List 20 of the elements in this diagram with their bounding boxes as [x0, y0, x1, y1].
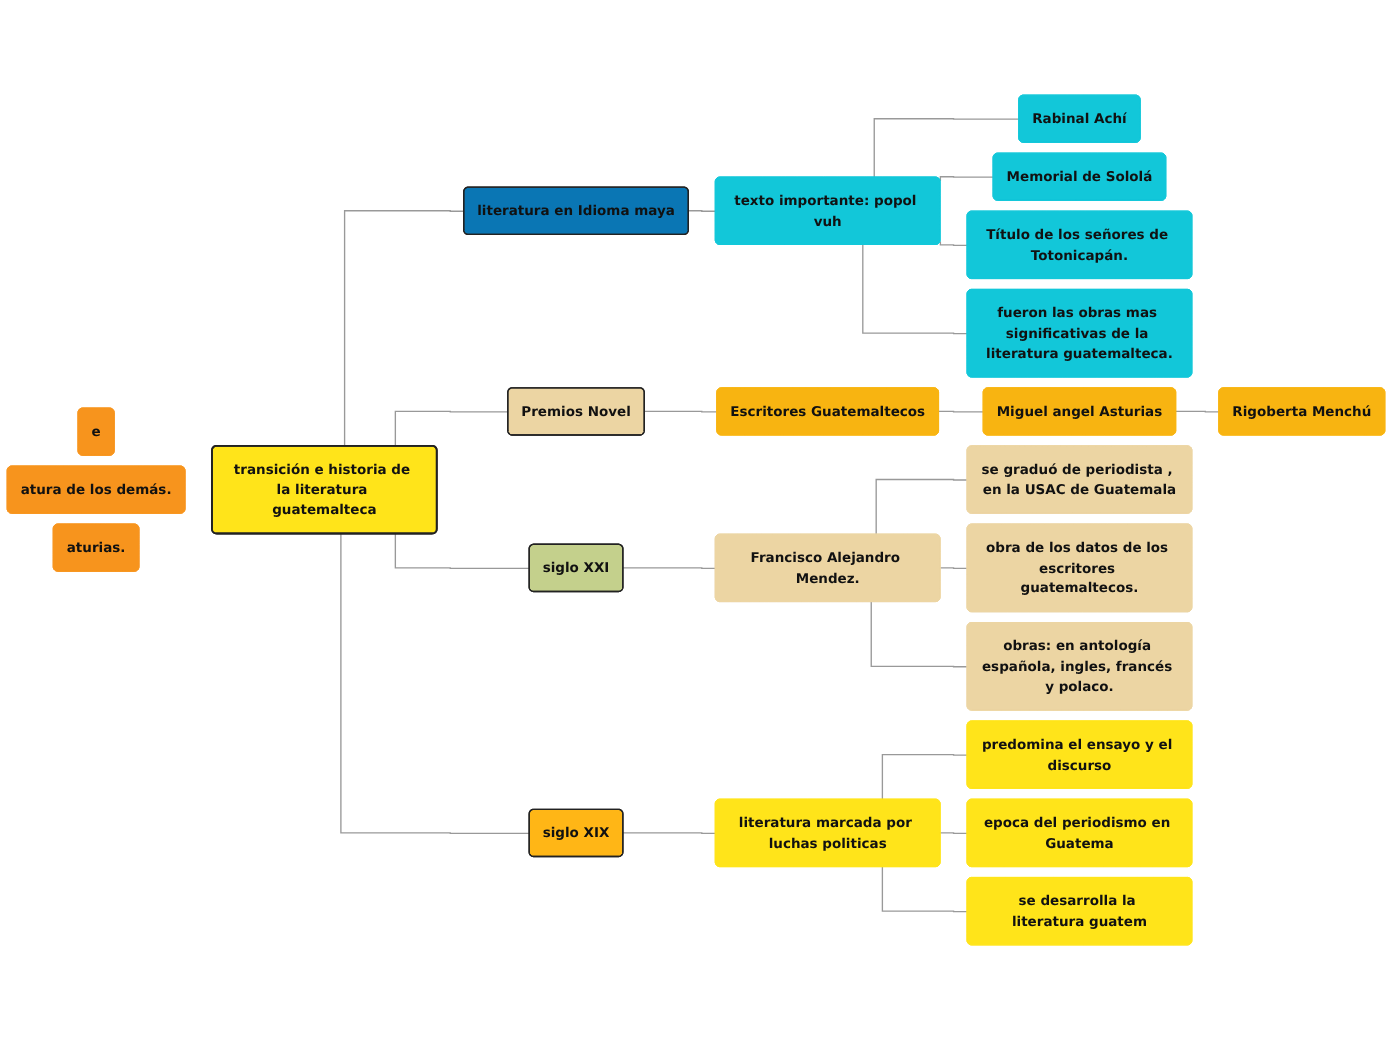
- connector: [939, 832, 969, 835]
- connector: [622, 567, 717, 569]
- connector: [622, 832, 717, 835]
- connector: [938, 410, 985, 413]
- connector: [688, 210, 717, 212]
- connector: [394, 533, 531, 569]
- connector: [644, 410, 718, 413]
- connector: [881, 866, 969, 913]
- connector: [939, 567, 969, 569]
- connector: [939, 176, 995, 182]
- connector: [1175, 410, 1220, 413]
- connector: [873, 118, 1020, 179]
- connector: [881, 754, 969, 801]
- connector: [875, 478, 969, 536]
- connector: [862, 244, 969, 335]
- connector: [343, 210, 465, 447]
- connector: [394, 410, 509, 447]
- connector: [340, 533, 531, 835]
- connector: [870, 601, 969, 668]
- connector: [939, 240, 969, 246]
